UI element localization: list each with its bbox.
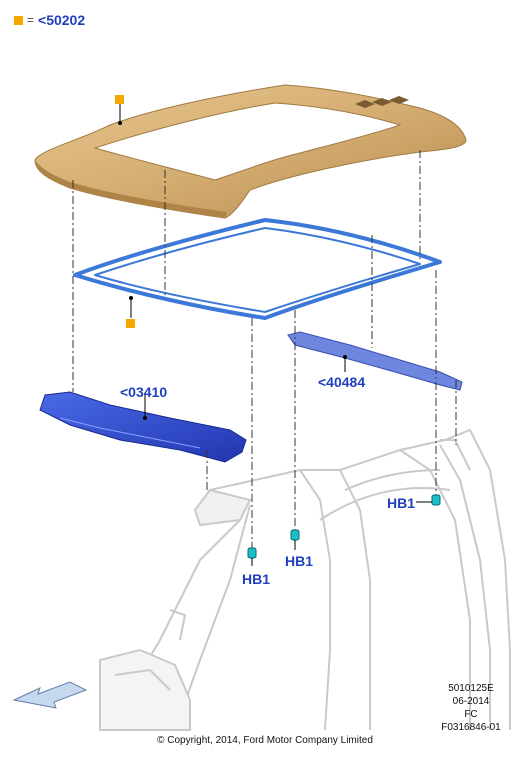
rear-roof-rail (39, 391, 247, 463)
drawing-metadata: 5010125E 06-2014 FC F0316846-01 (426, 682, 516, 734)
fastener-middle (290, 529, 300, 550)
callout-front-rail: <40484 (318, 374, 366, 390)
drawing-date: 06-2014 (452, 696, 490, 707)
marker-roof (115, 95, 124, 125)
copyright-text: © Copyright, 2014, Ford Motor Company Li… (157, 735, 373, 746)
drawing-reference: F0316846-01 (441, 722, 501, 733)
drawing-number: 5010125E (448, 683, 494, 694)
sunroof-frame (73, 218, 442, 320)
fastener-left (247, 547, 257, 566)
body-side-frame (99, 428, 511, 731)
fastener-right (416, 494, 441, 506)
callout-hb1-middle: HB1 (285, 553, 314, 569)
marker-frame (126, 296, 135, 328)
callout-rear-rail: <03410 (120, 384, 168, 400)
legend: = <50202 (14, 12, 85, 28)
roof-panel (34, 84, 467, 219)
callout-hb1-right: HB1 (387, 495, 416, 511)
callout-hb1-left: HB1 (242, 571, 271, 587)
front-roof-rail (287, 331, 463, 391)
legend-marker-icon (14, 15, 23, 25)
legend-equals: = (27, 13, 35, 27)
alignment-lines (72, 150, 457, 548)
drawing-code: FC (464, 709, 478, 720)
forward-direction-arrow-icon (12, 681, 88, 709)
legend-label: <50202 (38, 12, 86, 28)
